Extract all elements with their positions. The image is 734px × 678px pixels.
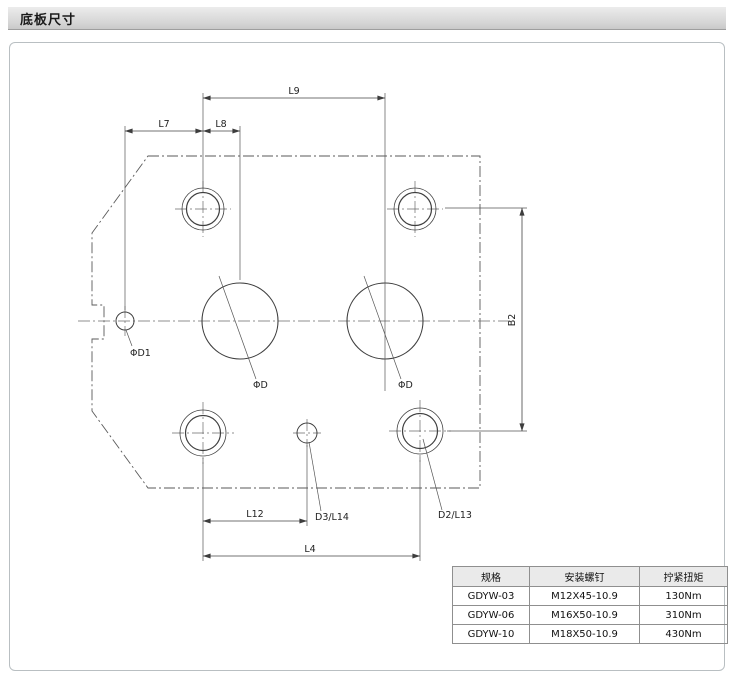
leader-lines bbox=[125, 275, 443, 512]
label-d2-l13: D2/L13 bbox=[438, 510, 472, 521]
bolt-hole-bottom-left-thread bbox=[179, 409, 227, 457]
leader-phi-d1 bbox=[125, 329, 133, 347]
leader-phi-d-left bbox=[218, 275, 257, 380]
leader-phi-d-right bbox=[363, 275, 402, 380]
cell-torque: 310Nm bbox=[639, 605, 728, 625]
spec-table-header-row: 规格 安装螺钉 拧紧扭矩 bbox=[452, 566, 728, 587]
bolt-hole-top-left bbox=[185, 191, 221, 227]
dim-label-l7: L7 bbox=[158, 119, 169, 130]
cell-screw: M12X45-10.9 bbox=[529, 586, 640, 606]
page-title: 底板尺寸 bbox=[20, 12, 77, 28]
bolt-hole-bottom-right bbox=[401, 412, 439, 450]
cell-model: GDYW-10 bbox=[452, 624, 530, 644]
cell-screw: M16X50-10.9 bbox=[529, 605, 640, 625]
small-hole-bottom-crosshair bbox=[293, 419, 321, 447]
label-phi-d1: ΦD1 bbox=[130, 348, 151, 359]
bolt-hole-bottom-right-crosshair bbox=[389, 400, 451, 462]
spec-table: 规格 安装螺钉 拧紧扭矩 GDYW-03 M12X45-10.9 130Nm G… bbox=[452, 566, 728, 644]
plate-outline bbox=[91, 155, 481, 489]
dim-label-l9: L9 bbox=[288, 86, 299, 97]
label-phi-d-left: ΦD bbox=[253, 380, 268, 391]
dim-label-b2: B2 bbox=[507, 314, 518, 327]
dim-label-l4: L4 bbox=[304, 544, 315, 555]
label-phi-d-right: ΦD bbox=[398, 380, 413, 391]
dim-label-l8: L8 bbox=[215, 119, 226, 130]
bolt-hole-top-right bbox=[397, 191, 433, 227]
base-plate-technical-drawing: L9 L7 L8 B2 L12 L4 ΦD1 ΦD ΦD D3/L14 D2/L… bbox=[78, 86, 527, 561]
table-row: GDYW-06 M16X50-10.9 310Nm bbox=[452, 605, 728, 625]
port-hole-left-large bbox=[201, 282, 279, 360]
spec-table-header-spec: 规格 bbox=[452, 566, 530, 587]
bolt-hole-top-right-thread bbox=[393, 187, 437, 231]
holes bbox=[115, 187, 444, 457]
table-row: GDYW-10 M18X50-10.9 430Nm bbox=[452, 624, 728, 644]
spec-table-header-torque: 拧紧扭矩 bbox=[639, 566, 728, 587]
cell-model: GDYW-06 bbox=[452, 605, 530, 625]
extension-lines bbox=[124, 93, 527, 561]
centerlines bbox=[78, 181, 510, 464]
dimension-lines bbox=[124, 95, 525, 559]
section-header-bar: 底板尺寸 bbox=[8, 7, 726, 30]
cell-torque: 130Nm bbox=[639, 586, 728, 606]
bolt-hole-top-right-crosshair bbox=[387, 181, 443, 237]
cell-screw: M18X50-10.9 bbox=[529, 624, 640, 644]
bolt-hole-top-left-crosshair bbox=[175, 181, 231, 237]
spec-table-header-screw: 安装螺钉 bbox=[529, 566, 640, 587]
bolt-hole-bottom-left bbox=[184, 414, 222, 452]
drawing-panel: L9 L7 L8 B2 L12 L4 ΦD1 ΦD ΦD D3/L14 D2/L… bbox=[9, 42, 728, 671]
bolt-hole-bottom-right-thread bbox=[396, 407, 444, 455]
dim-label-l12: L12 bbox=[246, 509, 263, 520]
leader-d3-l14 bbox=[308, 441, 322, 512]
cell-model: GDYW-03 bbox=[452, 586, 530, 606]
table-row: GDYW-03 M12X45-10.9 130Nm bbox=[452, 586, 728, 606]
small-hole-left bbox=[115, 311, 135, 331]
small-hole-bottom bbox=[296, 422, 318, 444]
leader-d2-l13 bbox=[422, 438, 443, 511]
cell-torque: 430Nm bbox=[639, 624, 728, 644]
bolt-hole-bottom-left-crosshair bbox=[172, 402, 234, 464]
label-d3-l14: D3/L14 bbox=[315, 512, 349, 523]
